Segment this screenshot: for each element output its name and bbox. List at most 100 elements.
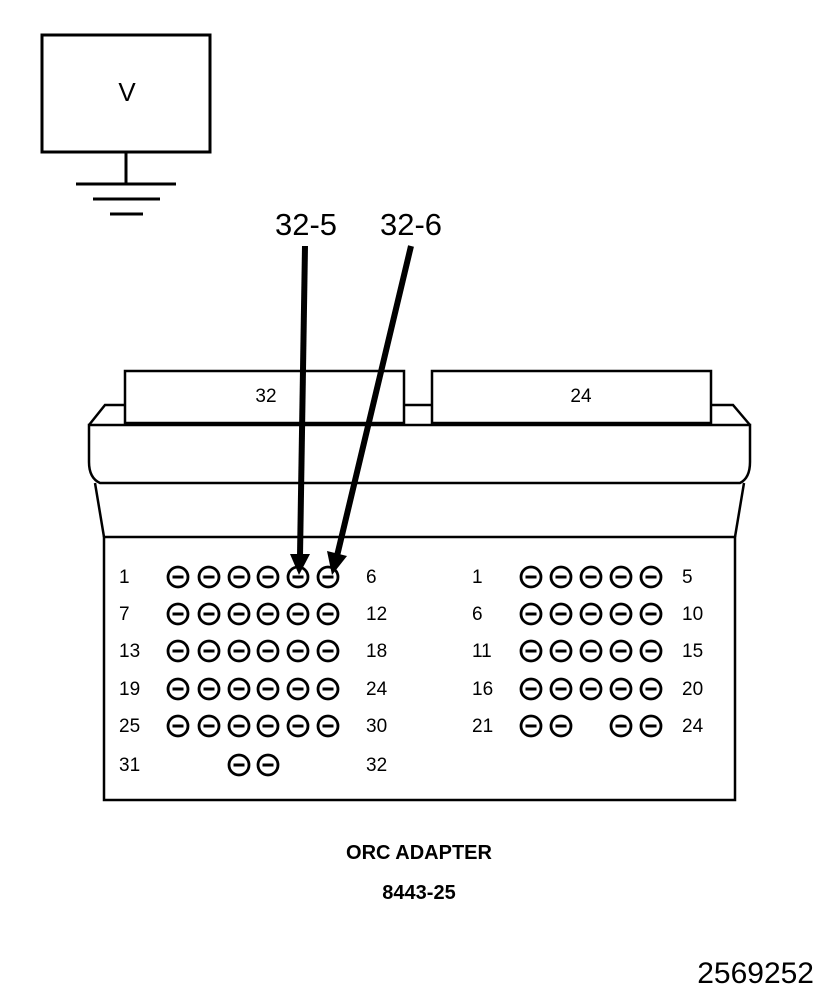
connector-24-header [430,369,713,425]
probe-arrow-32-6 [327,551,347,575]
pin-socket [197,602,221,626]
row-label: 32 [366,755,387,776]
row-label: 19 [119,679,140,700]
pin-socket [579,565,603,589]
row-label: 1 [119,567,130,588]
adapter-title: ORC ADAPTER [346,842,492,864]
probe-label-32-5: 32-5 [275,207,337,242]
row-label: 16 [472,679,493,700]
connector-24-label: 24 [570,386,592,407]
connector-32-pins [166,565,340,777]
pin-socket [286,639,310,663]
pin-socket [166,677,190,701]
pin-socket [579,602,603,626]
pin-socket [316,602,340,626]
pin-socket [639,565,663,589]
probe-lead-32-6 [334,245,414,557]
adapter-body [87,403,752,802]
row-label: 24 [366,679,388,700]
pin-socket [227,714,251,738]
connector-24-pins [519,565,663,738]
pin-socket [256,639,280,663]
pin-socket [286,677,310,701]
pin-socket [639,677,663,701]
row-label: 1 [472,567,483,588]
pin-socket [609,565,633,589]
connector-32-row-labels: 1 7 13 19 25 31 6 12 18 24 30 32 [119,567,388,776]
pin-socket [256,714,280,738]
row-label: 7 [119,604,130,625]
ground-icon [76,152,176,216]
pin-socket [519,677,543,701]
row-label: 30 [366,716,387,737]
figure-id: 2569252 [697,957,814,990]
voltmeter-symbol: V [118,77,136,107]
row-label: 11 [472,641,492,662]
pin-socket [639,602,663,626]
row-label: 6 [472,604,483,625]
connector-32-header [123,369,406,425]
pin-socket [227,602,251,626]
row-label: 13 [119,641,140,662]
row-label: 5 [682,567,693,588]
pin-socket [519,565,543,589]
row-label: 10 [682,604,703,625]
pin-socket [256,565,280,589]
row-label: 20 [682,679,703,700]
pin-socket [316,639,340,663]
connector-headers: 32 24 [123,369,713,425]
pin-socket [166,602,190,626]
pin-socket [197,565,221,589]
pin-socket [519,639,543,663]
adapter-part-number: 8443-25 [382,882,455,904]
pin-socket [579,639,603,663]
probe-leads: 32-5 32-6 [275,207,442,575]
pin-socket [166,714,190,738]
pin-socket [549,565,573,589]
pin-socket [286,714,310,738]
row-label: 6 [366,567,377,588]
pin-socket [639,639,663,663]
pin-socket [549,602,573,626]
pin-socket [197,677,221,701]
pin-socket [256,602,280,626]
connector-24-row-labels: 1 6 11 16 21 5 10 15 20 24 [472,567,704,737]
probe-lead-32-5 [297,245,308,557]
pin-socket [286,602,310,626]
pin-socket [579,677,603,701]
row-label: 21 [472,716,493,737]
pin-socket [519,602,543,626]
row-label: 25 [119,716,140,737]
pin-socket [639,714,663,738]
pin-socket [256,677,280,701]
pin-socket [609,639,633,663]
row-label: 24 [682,716,704,737]
pin-socket [227,639,251,663]
pin-socket [316,714,340,738]
pin-socket [166,639,190,663]
pin-socket [549,639,573,663]
pin-socket [609,602,633,626]
pin-socket [166,565,190,589]
pin-socket [227,565,251,589]
pin-socket [227,677,251,701]
pin-socket [549,714,573,738]
pin-socket [316,677,340,701]
pin-socket [549,677,573,701]
pin-socket [519,714,543,738]
row-label: 18 [366,641,387,662]
row-label: 12 [366,604,387,625]
pin-socket [256,753,280,777]
voltmeter: V [40,33,212,154]
row-label: 15 [682,641,703,662]
probe-label-32-6: 32-6 [380,207,442,242]
connector-32-label: 32 [255,386,276,407]
pin-socket [227,753,251,777]
pin-socket [609,677,633,701]
probe-arrow-32-5 [290,554,310,575]
row-label: 31 [119,755,140,776]
pin-socket [197,714,221,738]
pin-socket [609,714,633,738]
pin-socket [197,639,221,663]
